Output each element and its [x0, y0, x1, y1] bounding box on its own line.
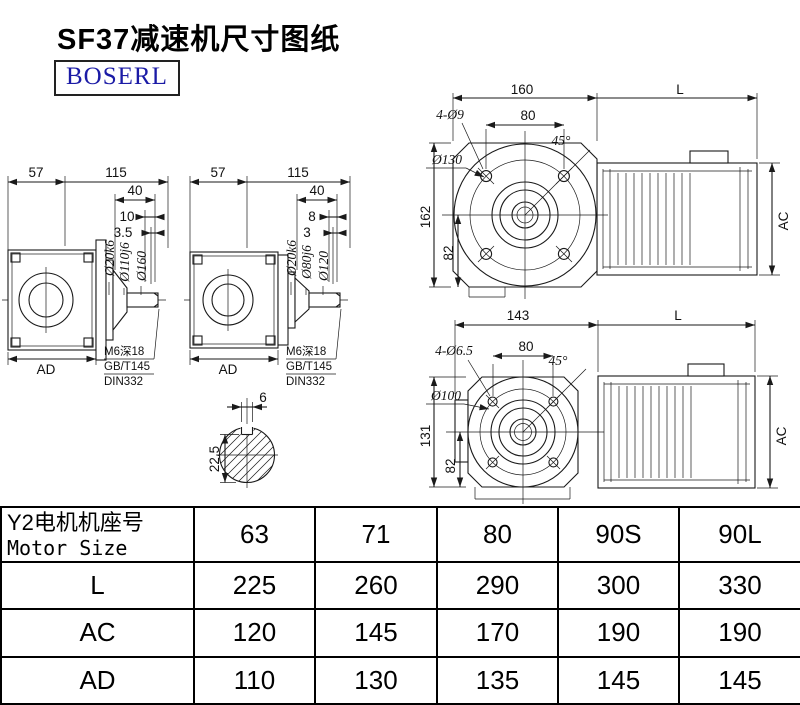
dim-label: 3: [303, 225, 311, 240]
front-view-large: 45° Ø130 4-Ø9 80 160 L 162 82 AC: [418, 82, 791, 299]
motor-size-header-cell: Y2电机机座号 Motor Size: [0, 506, 195, 563]
dim-label: Ø160: [134, 251, 149, 282]
dim-label: Ø80j6: [299, 245, 314, 280]
dim-label: 40: [309, 183, 324, 198]
dimension-table: Y2电机机座号 Motor Size 63 71 80 90S 90L L 22…: [0, 506, 800, 705]
thread-note: GB/T145: [104, 361, 150, 373]
dim-label: Ø120: [316, 251, 331, 282]
dim-label: L: [674, 308, 682, 323]
dim-label: 82: [443, 458, 458, 473]
dim-label: 10: [119, 209, 134, 224]
table-cell: 190: [678, 608, 800, 658]
dim-label: Ø20k6: [284, 240, 299, 277]
side-view-flange-160: 57 115 40 10 3.5 Ø20k6 Ø11: [2, 165, 169, 388]
dim-label: 8: [308, 209, 316, 224]
thread-note: GB/T145: [286, 361, 332, 373]
dim-label: 40: [127, 183, 142, 198]
table-cell: 330: [678, 560, 800, 611]
dim-label: AC: [774, 426, 789, 445]
dim-label: 162: [418, 206, 433, 229]
dim-label: L: [676, 82, 684, 97]
dim-label: 82: [441, 245, 456, 260]
dim-label: 115: [287, 165, 309, 180]
table-cell: 135: [436, 655, 559, 705]
row-label: AD: [0, 655, 195, 705]
table-cell: 130: [314, 655, 438, 705]
table-cell: 190: [557, 608, 680, 658]
table-cell: 170: [436, 608, 559, 658]
table-cell: 300: [557, 560, 680, 611]
row-label: AC: [0, 608, 195, 658]
table-header-cell: 63: [193, 506, 316, 563]
thread-note: M6深18: [104, 344, 144, 358]
motor-size-label-cn: Y2电机机座号: [7, 510, 144, 536]
table-row-AC: AC 120 145 170 190 190: [0, 608, 800, 658]
dim-label: 115: [105, 165, 127, 180]
dim-label: Ø110j6: [117, 242, 132, 283]
dim-label: 4-Ø9: [436, 107, 464, 122]
dim-label: 160: [511, 82, 534, 97]
table-cell: 290: [436, 560, 559, 611]
table-cell: 145: [678, 655, 800, 705]
dim-label: 143: [507, 308, 530, 323]
table-cell: 225: [193, 560, 316, 611]
front-view-small: 45° Ø100 4-Ø6.5 80 143 L 131 82 AC: [418, 308, 789, 504]
dim-label: AC: [776, 211, 791, 230]
angle-label: 45°: [549, 353, 569, 368]
dim-label: Ø100: [430, 388, 461, 403]
table-header-cell: 80: [436, 506, 559, 563]
row-label: L: [0, 560, 195, 611]
table-cell: 145: [557, 655, 680, 705]
dim-label: 57: [210, 165, 225, 180]
table-header-row: Y2电机机座号 Motor Size 63 71 80 90S 90L: [0, 506, 800, 563]
thread-note: M6深18: [286, 344, 326, 358]
table-row-L: L 225 260 290 300 330: [0, 560, 800, 611]
dim-label: 6: [259, 390, 267, 405]
dim-label: Ø130: [431, 152, 462, 167]
dim-label: 3.5: [114, 225, 133, 240]
dim-label: Ø20k6: [102, 240, 117, 277]
dim-label: 80: [518, 339, 533, 354]
technical-drawing: 57 115 40 10 3.5 Ø20k6 Ø11: [2, 82, 791, 504]
side-view-flange-120: 57 115 40 8 3 Ø20k6 Ø80j6: [184, 165, 351, 388]
table-header-cell: 71: [314, 506, 438, 563]
dim-label: 131: [418, 425, 433, 448]
dim-label: 57: [28, 165, 43, 180]
dim-label: 80: [520, 108, 535, 123]
motor-size-label-en: Motor Size: [7, 535, 128, 560]
dim-label: 4-Ø6.5: [435, 343, 473, 358]
table-header-cell: 90L: [678, 506, 800, 563]
table-cell: 120: [193, 608, 316, 658]
dim-label: AD: [37, 362, 56, 377]
shaft-cross-section: 6 22.5: [207, 390, 278, 488]
table-row-AD: AD 110 130 135 145 145: [0, 655, 800, 705]
angle-label: 45°: [552, 133, 572, 148]
table-cell: 110: [193, 655, 316, 705]
dim-label: 22.5: [207, 446, 222, 472]
brand-logo: BOSERL: [54, 60, 180, 96]
page-title: SF37减速机尺寸图纸: [57, 24, 341, 56]
thread-note: DIN332: [286, 376, 325, 388]
table-cell: 260: [314, 560, 438, 611]
thread-note: DIN332: [104, 376, 143, 388]
table-cell: 145: [314, 608, 438, 658]
dim-label: AD: [219, 362, 238, 377]
table-header-cell: 90S: [557, 506, 680, 563]
